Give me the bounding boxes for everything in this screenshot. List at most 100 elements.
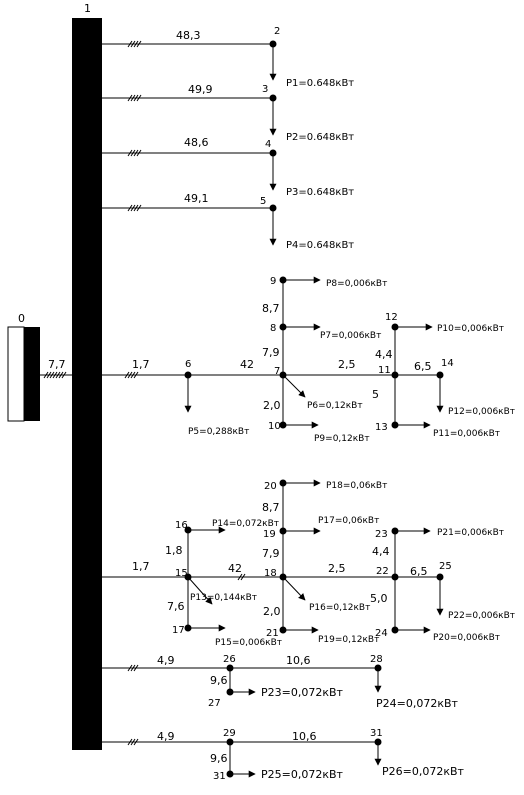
load-label: P26=0,072кВт: [382, 765, 465, 778]
node-label: 3: [262, 84, 268, 95]
load-label: P24=0,072кВт: [376, 697, 459, 710]
length-label: 7,9: [262, 547, 280, 560]
node-label: 6: [185, 359, 191, 370]
main-bus: 1: [72, 2, 102, 750]
length-label: 5: [372, 388, 379, 401]
node-label: 11: [378, 365, 391, 376]
load-label: P18=0,06кВт: [326, 481, 387, 491]
load-label: P3=0.648кВт: [286, 187, 354, 198]
length-label: 9,6: [210, 674, 228, 687]
node-label: 22: [376, 566, 389, 577]
node-label: 23: [375, 529, 388, 540]
node-label: 28: [370, 654, 383, 665]
source-label: 0: [18, 312, 25, 325]
node-label: 21: [266, 628, 279, 639]
load-label: P19=0,12кВт: [318, 635, 379, 645]
length-label: 4,4: [375, 348, 393, 361]
node-label: 17: [172, 625, 185, 636]
length-label: 2,5: [328, 562, 346, 575]
length-label: 42: [228, 562, 242, 575]
load-label: P13=0,144кВт: [190, 593, 257, 603]
load-label: P1=0.648кВт: [286, 78, 354, 89]
node-label: 12: [385, 312, 398, 323]
node-label: 14: [441, 358, 454, 369]
node-label: 27: [208, 698, 221, 709]
node-label: 31: [213, 771, 226, 782]
length-label: 6,5: [410, 565, 428, 578]
length-label: 2,0: [263, 399, 281, 412]
load-label: P15=0,006кВт: [215, 638, 282, 648]
length-label: 2,5: [338, 358, 356, 371]
length-label: 49,9: [188, 83, 213, 96]
load-label: P20=0,006кВт: [433, 633, 500, 643]
load-label: P21=0,006кВт: [437, 528, 504, 538]
load-label: P10=0,006кВт: [437, 324, 504, 334]
node-label: 18: [264, 568, 277, 579]
load-label: P12=0,006кВт: [448, 407, 515, 417]
group-c: 4,9 26 9,6 27 P23=0,072кВт 10,6 28 P24=0…: [102, 654, 459, 710]
load-label: P5=0,288кВт: [188, 427, 249, 437]
length-label: 1,7: [132, 358, 150, 371]
node-label: 8: [270, 323, 276, 334]
length-label: 10,6: [292, 730, 317, 743]
length-label: 6,5: [414, 360, 432, 373]
node-label: 20: [264, 481, 277, 492]
branch-node-2: 48,3 2 P1=0.648кВт: [102, 26, 354, 89]
branch-node-5: 49,1 5 P4=0.648кВт: [102, 192, 354, 251]
node-label: 7: [274, 366, 280, 377]
node-label: 5: [260, 196, 266, 207]
load-label: P14=0,072кВт: [212, 519, 279, 529]
node-label: 15: [175, 568, 188, 579]
length-label: 7,9: [262, 346, 280, 359]
length-label: 8,7: [262, 501, 280, 514]
load-label: P23=0,072кВт: [261, 686, 344, 699]
length-label: 9,6: [210, 752, 228, 765]
node-label: 26: [223, 654, 236, 665]
bus-label: 1: [84, 2, 91, 15]
node-label: 29: [223, 728, 236, 739]
node-label: 2: [274, 26, 280, 37]
node-label: 31: [370, 728, 383, 739]
length-label: 1,7: [132, 560, 150, 573]
load-label: P22=0,006кВт: [448, 611, 515, 621]
group-b: 1,7 15 16 P14=0,072кВт 1,8 P13=0,144кВт …: [102, 479, 515, 648]
length-label: 48,6: [184, 136, 209, 149]
load-label: P8=0,006кВт: [326, 279, 387, 289]
node-label: 9: [270, 276, 276, 287]
length-label: 4,4: [372, 545, 390, 558]
branch-node-4: 48,6 4 P3=0.648кВт: [102, 136, 354, 198]
load-label: P9=0,12кВт: [314, 434, 370, 444]
length-label: 5,0: [370, 592, 388, 605]
length-label: 42: [240, 358, 254, 371]
length-label: 4,9: [157, 730, 175, 743]
node-label: 16: [175, 520, 188, 531]
length-label: 1,8: [165, 544, 183, 557]
feed-line: 7,7: [40, 358, 72, 379]
group-a: 1,7 6 P5=0,288кВт 42 7 9 P8=0,006кВт 8,7…: [102, 276, 515, 444]
node-label: 13: [375, 422, 388, 433]
node-label: 4: [265, 139, 271, 150]
length-label: 49,1: [184, 192, 209, 205]
load-label: P17=0,06кВт: [318, 516, 379, 526]
load-label: P11=0,006кВт: [433, 429, 500, 439]
length-label: 8,7: [262, 302, 280, 315]
length-label: 7,6: [167, 600, 185, 613]
source-block: 0: [7, 312, 40, 422]
length-label: 4,9: [157, 654, 175, 667]
node-label: 10: [268, 421, 281, 432]
load-label: P16=0,12кВт: [309, 603, 370, 613]
length-label: 2,0: [263, 605, 281, 618]
group-d: 4,9 29 9,6 31 P25=0,072кВт 10,6 31 P26=0…: [102, 728, 465, 782]
load-label: P6=0,12кВт: [307, 401, 363, 411]
length-label: 10,6: [286, 654, 311, 667]
node-label: 19: [263, 529, 276, 540]
load-label: P25=0,072кВт: [261, 768, 344, 781]
node-label: 24: [375, 628, 388, 639]
load-label: P2=0.648кВт: [286, 132, 354, 143]
load-label: P4=0.648кВт: [286, 240, 354, 251]
length-label: 48,3: [176, 29, 201, 42]
load-label: P7=0,006кВт: [320, 331, 381, 341]
node-label: 25: [439, 561, 452, 572]
